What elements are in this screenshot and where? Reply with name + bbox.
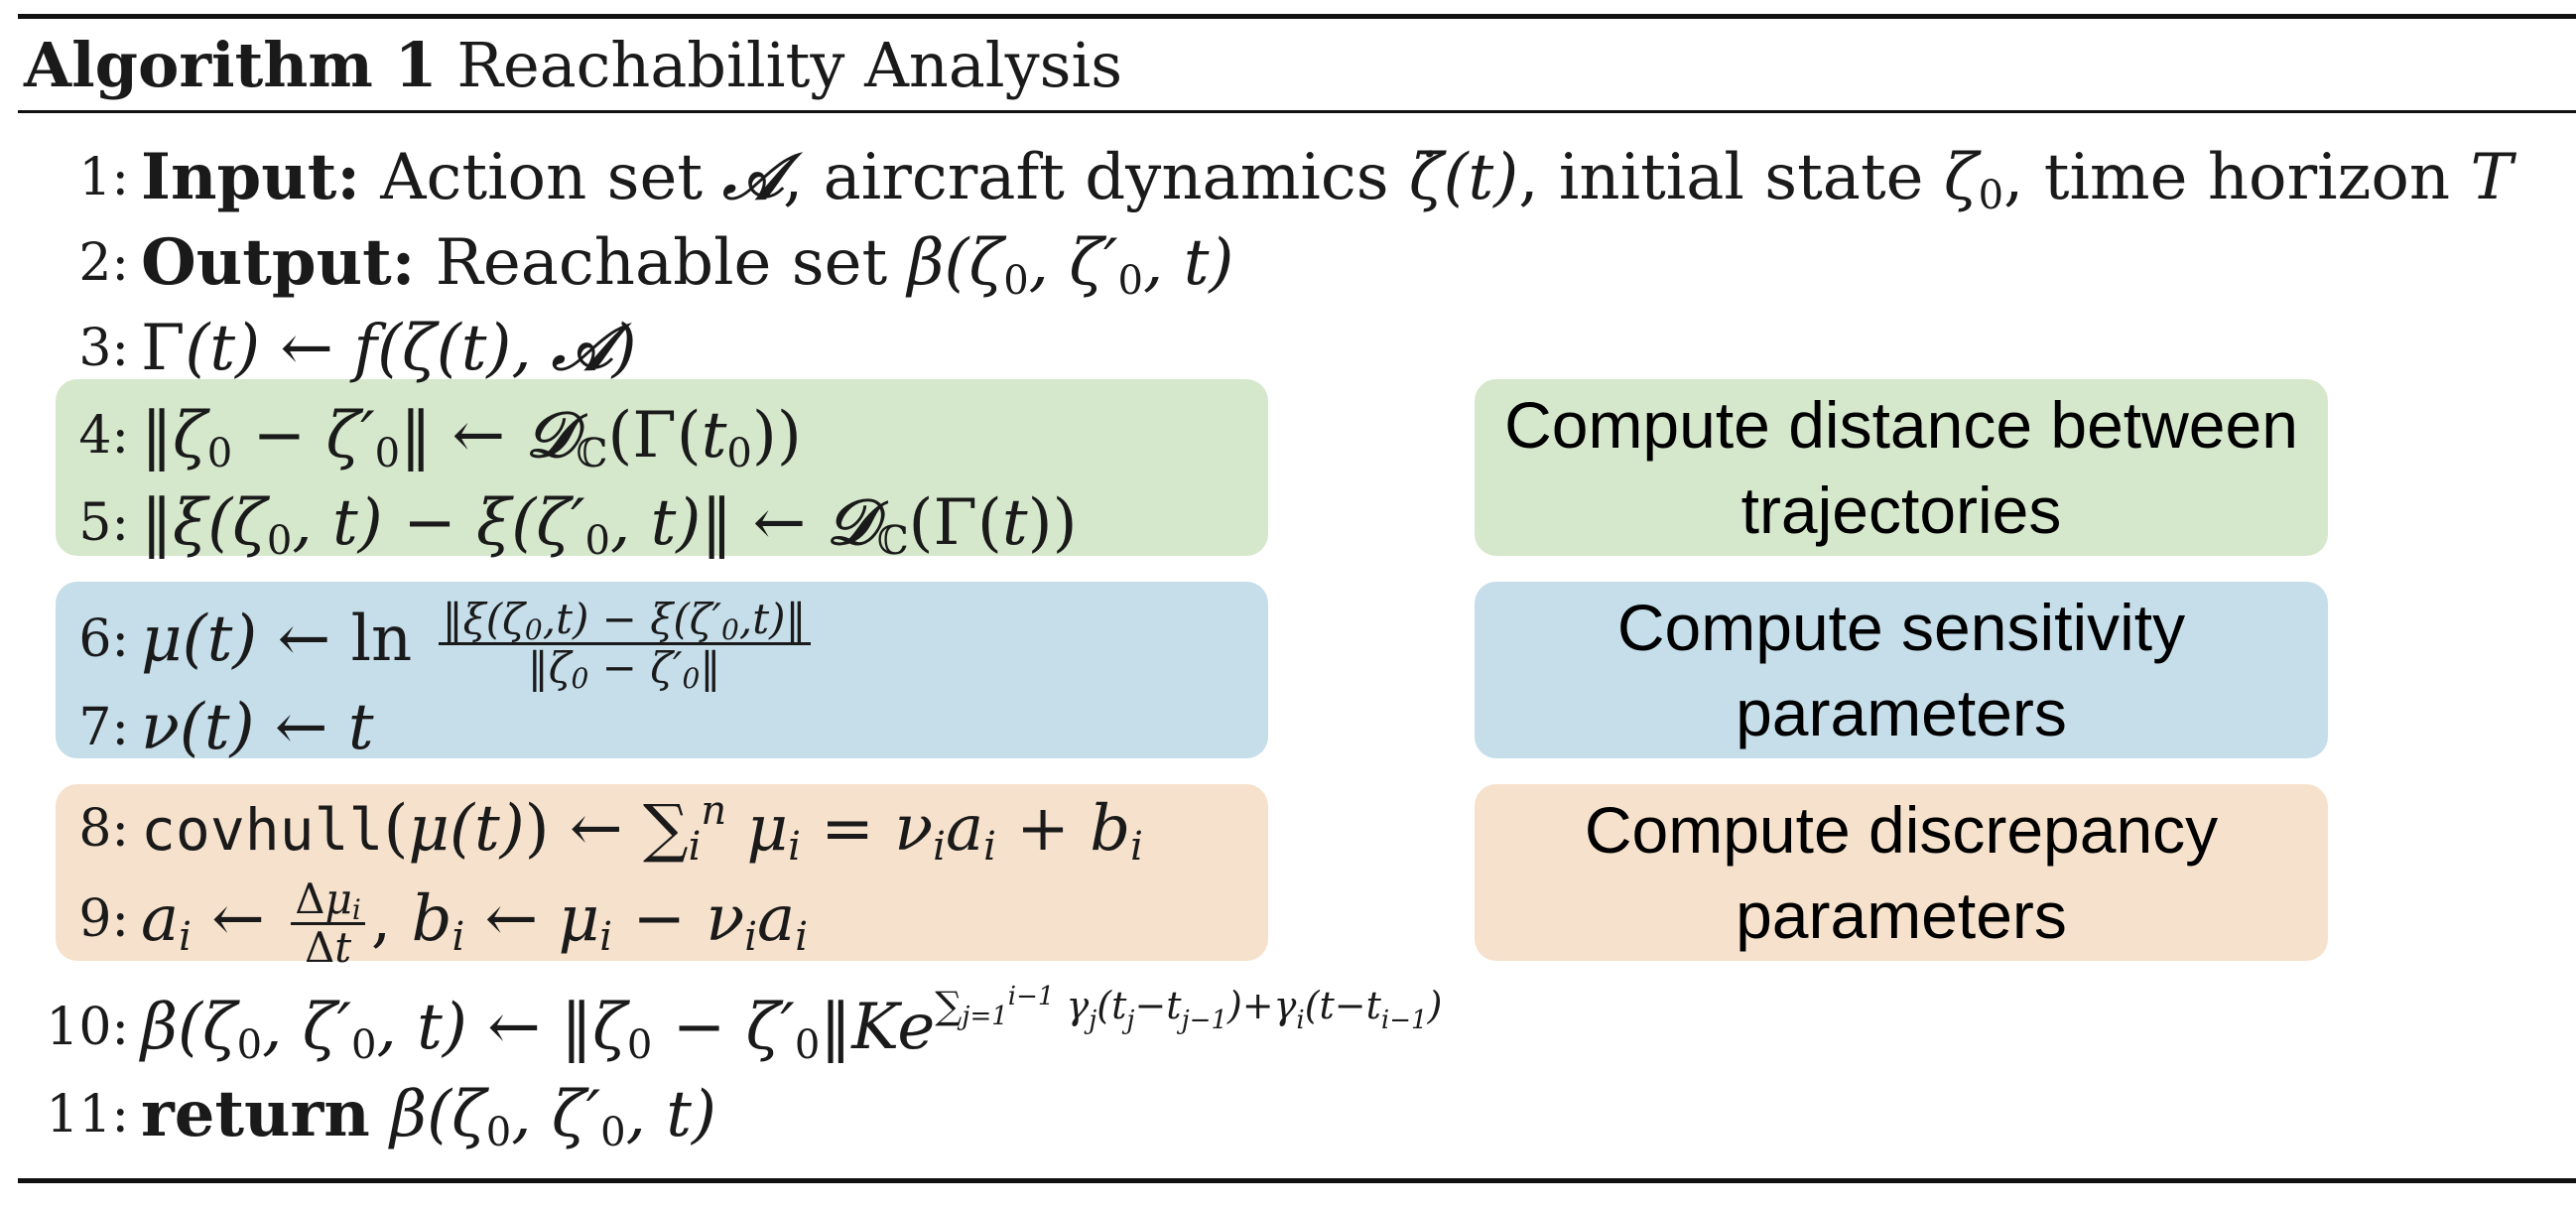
covhull-keyword: covhull <box>141 796 384 864</box>
line-7-code: ν(t) ← t <box>141 691 374 764</box>
line-number: 11: <box>46 1085 129 1144</box>
line-5-code: ‖ξ(ζ0, t) − ξ(ζ′0, t)‖ ← 𝒟ℂ(Γ(t)) <box>141 485 1078 564</box>
line-2-code: Output: Reachable set β(ζ0, ζ′0, t) <box>141 225 1234 304</box>
line-number: 2: <box>78 233 129 293</box>
note-distance: Compute distance between trajectories <box>1475 379 2328 556</box>
line-4-code: ‖ζ0 − ζ′0‖ ← 𝒟ℂ(Γ(t0)) <box>141 398 802 476</box>
line-number: 6: <box>78 609 129 669</box>
bottom-rule <box>18 1178 2576 1183</box>
caption-rule <box>18 110 2576 113</box>
algorithm-caption: Algorithm 1 Reachability Analysis <box>24 24 1122 107</box>
line-3-code: Γ(t) ← f(ζ(t), 𝒜) <box>141 311 637 385</box>
line-10-code: β(ζ0, ζ′0, t) ← ‖ζ0 − ζ′0‖Ke∑j=1i−1 γj(t… <box>141 982 1443 1068</box>
note-sensitivity: Compute sensitivity parameters <box>1475 582 2328 758</box>
highlight-sensitivity <box>56 582 1268 758</box>
algorithm-name: Reachability Analysis <box>456 29 1123 101</box>
line-number: 7: <box>78 698 129 757</box>
algorithm-label: Algorithm 1 <box>24 29 438 101</box>
note-distance-text: Compute distance between trajectories <box>1504 388 2298 547</box>
line-9-code: ai ← Δμi Δt , bi ← μi − νiai <box>141 875 808 972</box>
line-number: 4: <box>78 406 129 466</box>
highlight-distance <box>56 379 1268 556</box>
line-8-code: covhull(μ(t)) ← ∑in μi = νiai + bi <box>141 788 1143 870</box>
line-number: 1: <box>78 148 129 207</box>
line-number: 5: <box>78 493 129 553</box>
line-number: 8: <box>78 799 129 859</box>
return-keyword: return <box>141 1077 370 1151</box>
note-discrepancy: Compute discrepancy parameters <box>1475 784 2328 961</box>
note-discrepancy-text: Compute discrepancy parameters <box>1584 793 2219 952</box>
line-number: 3: <box>78 319 129 378</box>
line-11-code: return β(ζ0, ζ′0, t) <box>141 1077 716 1155</box>
fraction: Δμi Δt <box>291 876 365 971</box>
top-rule <box>18 14 2576 19</box>
line-1-code: Input: Action set 𝒜, aircraft dynamics ζ… <box>141 140 2513 218</box>
line-number: 10: <box>46 998 129 1057</box>
fraction: ‖ξ(ζ0,t) − ξ(ζ′0,t)‖ ‖ζ0 − ζ′0‖ <box>438 597 811 693</box>
output-keyword: Output: <box>141 225 416 300</box>
highlight-discrepancy <box>56 784 1268 961</box>
note-sensitivity-text: Compute sensitivity parameters <box>1616 591 2186 749</box>
input-keyword: Input: <box>141 140 360 214</box>
line-number: 9: <box>78 889 129 949</box>
line-6-code: μ(t) ← ln ‖ξ(ζ0,t) − ξ(ζ′0,t)‖ ‖ζ0 − ζ′0… <box>141 592 817 693</box>
